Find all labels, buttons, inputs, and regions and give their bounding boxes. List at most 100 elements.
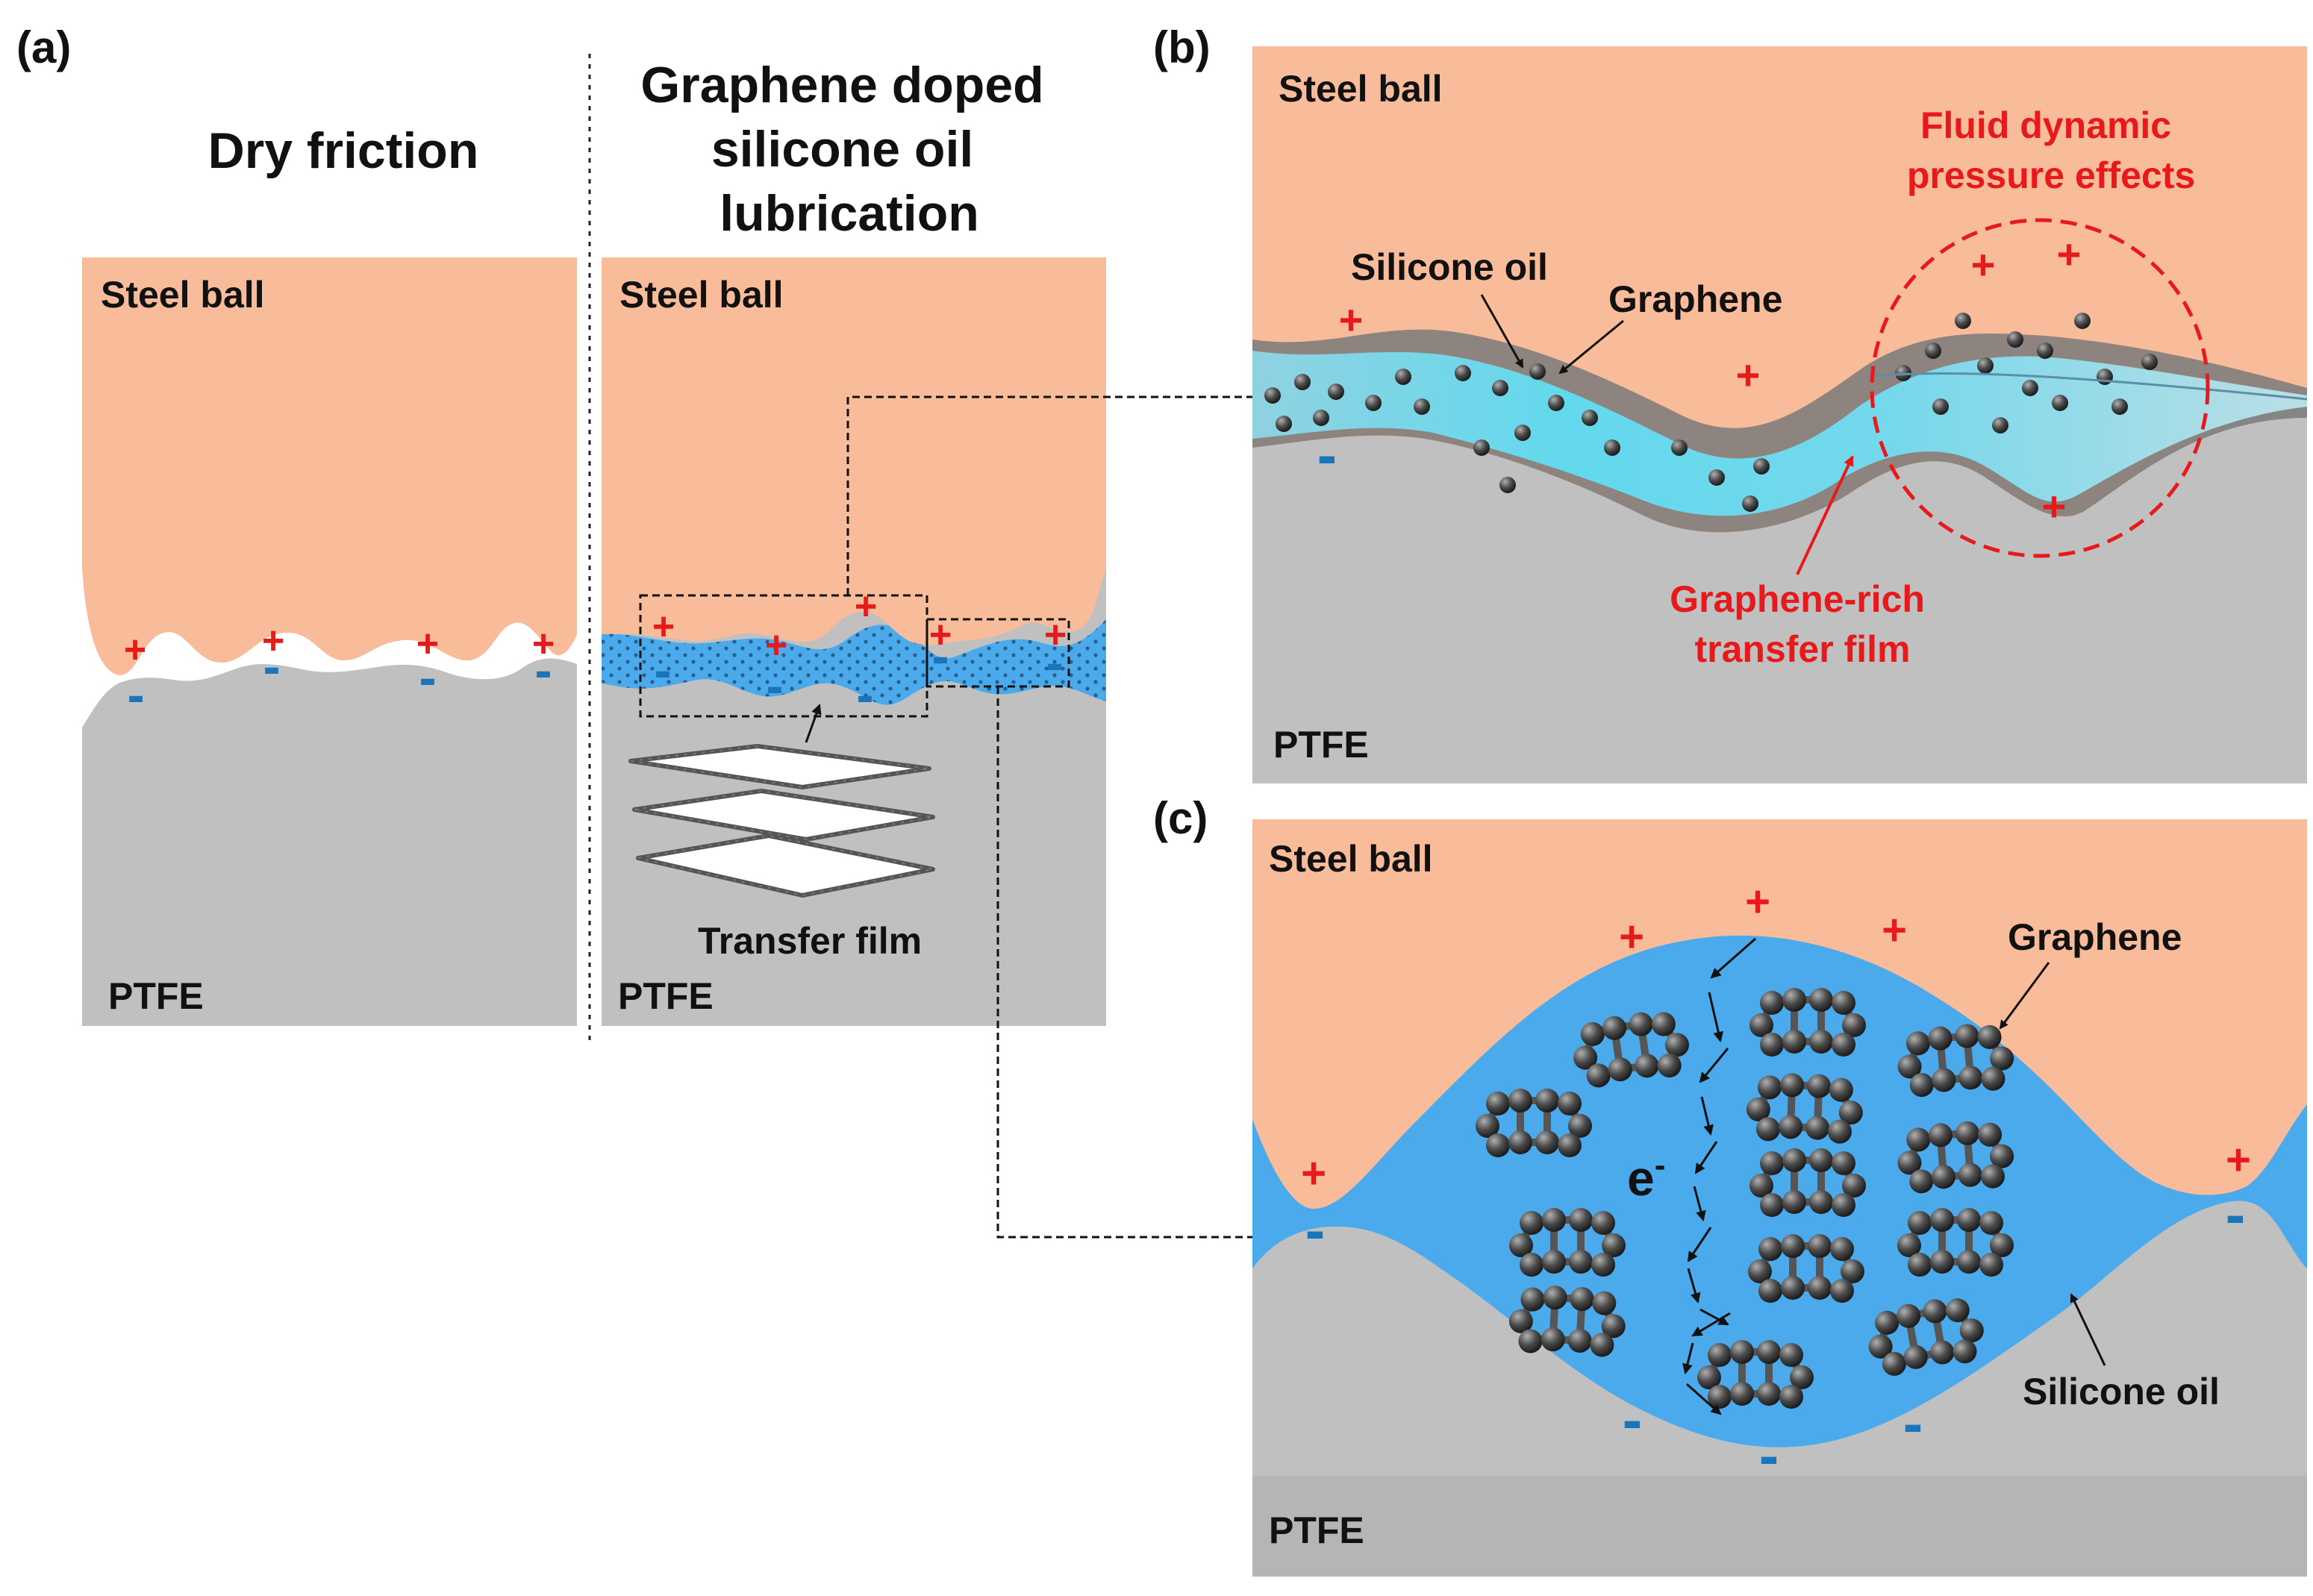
graphene-atom xyxy=(1923,1299,1947,1324)
negative-charge: - xyxy=(2226,1181,2246,1248)
graphene-atom xyxy=(1808,1276,1832,1300)
graphene-atom xyxy=(1757,1075,1782,1100)
graphene-atom xyxy=(1990,1046,2014,1071)
connector-c xyxy=(996,686,1252,1239)
graphene-atom xyxy=(1838,1101,1863,1125)
graphene-atom xyxy=(1760,1193,1784,1217)
positive-charge: + xyxy=(416,622,439,666)
graphene-atom xyxy=(1955,1024,1979,1048)
graphene-atom xyxy=(1602,1016,1626,1040)
graphene-atom xyxy=(1518,1329,1543,1354)
graphene-atom xyxy=(1569,1208,1593,1232)
graphene-atom xyxy=(1977,1024,2002,1049)
graphene-atom xyxy=(1542,1208,1566,1232)
graphene-atom xyxy=(1586,1063,1611,1088)
graphene-atom xyxy=(1882,1351,1906,1376)
graphene-atom xyxy=(1758,1237,1782,1261)
graphene-atom xyxy=(1590,1333,1614,1357)
b-ptfe xyxy=(1252,403,2307,783)
fluid-dynamic-circle xyxy=(1870,218,2210,558)
positive-charge: + xyxy=(929,613,952,657)
transfer-film-b-line2: transfer film xyxy=(1695,628,1911,670)
graphene-atom xyxy=(1781,1234,1805,1258)
electron-label: e- xyxy=(1627,1147,1665,1206)
graphene-atom xyxy=(1990,1233,2014,1257)
graphene-atom xyxy=(1897,1151,1922,1175)
graphene-atom xyxy=(1809,1148,1833,1172)
graphene-atom xyxy=(1749,1013,1773,1037)
graphene-atom xyxy=(1542,1250,1566,1274)
dry-ptfe-label: PTFE xyxy=(108,975,204,1017)
positive-charge: + xyxy=(1339,296,1364,343)
graphene-molecule xyxy=(1746,1073,1863,1144)
graphene-atom xyxy=(1760,1151,1784,1175)
electron-label-sup: - xyxy=(1655,1147,1666,1183)
graphene-atom xyxy=(1868,1334,1893,1359)
c-silicone-oil-label: Silicone oil xyxy=(2023,1371,2220,1412)
panel-a: (a) Dry friction Graphene doped silicone… xyxy=(16,22,1252,1239)
graphene-atom xyxy=(1486,1133,1510,1157)
graphene-atom xyxy=(1827,1119,1852,1144)
graphene-atom xyxy=(1664,1033,1689,1057)
positive-charge: + xyxy=(2057,231,2082,278)
c-ptfe-base xyxy=(1252,1476,2307,1577)
graphene-atom xyxy=(1708,1343,1732,1367)
graphene-atom xyxy=(1591,1253,1615,1277)
graphene-atom xyxy=(1897,1233,1921,1257)
graphene-atom xyxy=(1928,1026,1953,1051)
graphene-atom xyxy=(1990,1144,2014,1168)
negative-charge: - xyxy=(856,666,873,724)
graphene-molecule xyxy=(1508,1286,1626,1357)
graphene-atom xyxy=(1755,1117,1780,1142)
graphene-atom xyxy=(1760,1033,1784,1057)
panel-b: (b) xyxy=(1153,22,2307,783)
transfer-film-arrow xyxy=(805,704,822,743)
graphene-molecule xyxy=(1697,1340,1814,1409)
positive-charge: + xyxy=(1044,613,1067,657)
lubrication-title-line3: lubrication xyxy=(720,185,979,242)
panel-c: (c) e- Steel ball PTFE xyxy=(1153,793,2307,1577)
graphene-atom xyxy=(1955,1121,1979,1145)
graphene-c-arrow xyxy=(1999,962,2050,1030)
graphene-atom xyxy=(1558,1133,1582,1157)
graphene-atom xyxy=(1592,1291,1617,1315)
graphene-atom xyxy=(1535,1089,1559,1112)
graphene-atom xyxy=(1979,1211,2003,1235)
graphene-molecule xyxy=(1897,1121,2014,1194)
graphene-sheets-illustration xyxy=(628,744,935,898)
negative-charge: - xyxy=(1317,422,1337,488)
graphene-atom xyxy=(1782,1148,1806,1172)
graphene-atom xyxy=(1782,1190,1806,1214)
graphene-atom xyxy=(1790,1365,1814,1389)
transfer-film-b-label: Graphene-rich transfer film xyxy=(1670,578,1935,670)
graphene-atom xyxy=(1508,1309,1533,1333)
graphene-atom xyxy=(1908,1211,1932,1235)
graphene-atom xyxy=(1657,1054,1682,1078)
positive-charge: + xyxy=(2042,483,2067,530)
graphene-atom xyxy=(1805,1115,1830,1140)
graphene-atom xyxy=(1543,1286,1567,1310)
graphene-atom xyxy=(1520,1287,1545,1312)
graphene-atom xyxy=(1779,1385,1803,1409)
fluid-dynamic-line2: pressure effects xyxy=(1907,154,2195,196)
positive-charge: + xyxy=(1301,1149,1326,1198)
graphene-atom xyxy=(1830,1279,1854,1303)
positive-charge: + xyxy=(652,605,675,648)
positive-charge: + xyxy=(855,585,877,628)
graphene-atom xyxy=(1980,1164,2005,1189)
graphene-atom xyxy=(1629,1012,1653,1036)
graphene-atom xyxy=(1957,1250,1981,1274)
silicone-oil-arrow xyxy=(1480,294,1524,369)
positive-charge: + xyxy=(765,624,787,667)
electron-label-base: e xyxy=(1627,1151,1655,1206)
graphene-atom xyxy=(1953,1339,1977,1364)
zoom-box-b xyxy=(639,594,928,718)
graphene-molecule xyxy=(1868,1298,1984,1376)
graphene-atom xyxy=(1758,1279,1782,1303)
positive-charge: + xyxy=(1619,913,1644,961)
graphene-atom xyxy=(1651,1012,1676,1036)
negative-charge: - xyxy=(654,641,671,699)
graphene-atom xyxy=(1897,1054,1922,1079)
c-steel-label: Steel ball xyxy=(1269,838,1433,880)
lub-oil-dots xyxy=(602,619,1106,705)
